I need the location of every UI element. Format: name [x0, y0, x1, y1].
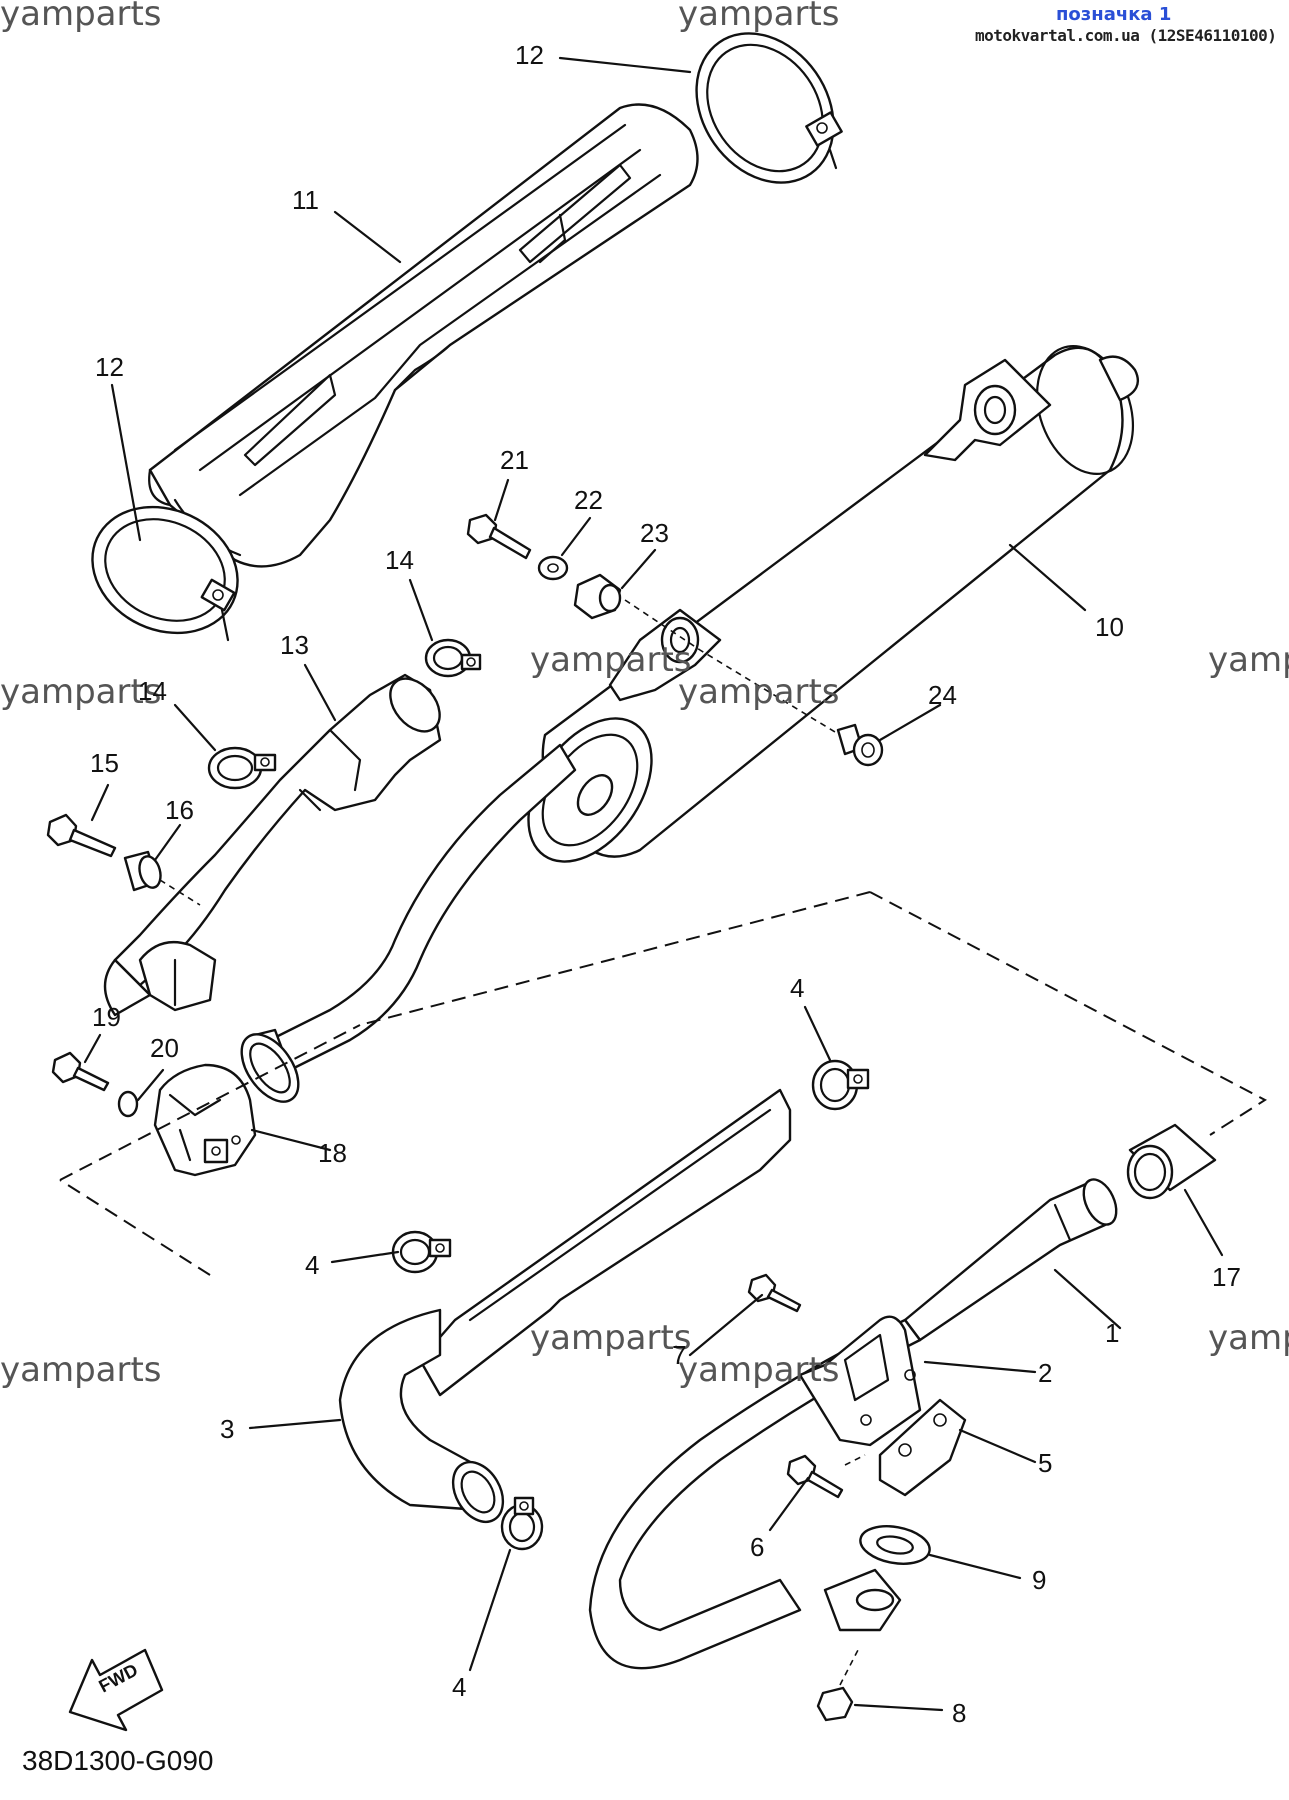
bolt-21 [466, 513, 532, 560]
clamp-4-left [391, 1230, 452, 1274]
heat-protector-11 [148, 103, 699, 568]
watermark: yamparts [678, 672, 840, 712]
front-pipe-3 [338, 1088, 792, 1524]
callout-17: 17 [1212, 1262, 1241, 1292]
clamp-4-right [811, 1059, 870, 1111]
callout-13: 13 [280, 630, 309, 660]
exhaust-tail-13 [103, 673, 442, 1017]
clamp-12-top [695, 32, 843, 184]
callout-15: 15 [90, 748, 119, 778]
exhaust-flange [823, 1568, 902, 1632]
clamp-18 [153, 1063, 257, 1177]
muffler-inlet-pipe [240, 743, 577, 1103]
callout-1: 1 [1105, 1318, 1120, 1348]
collar-24 [836, 723, 884, 767]
bolt-19 [51, 1051, 110, 1092]
callout-16: 16 [165, 795, 194, 825]
stay-5 [878, 1398, 967, 1497]
alignment-line-23-24 [624, 599, 841, 736]
callout-4: 4 [452, 1672, 467, 1702]
protector-2 [798, 1315, 922, 1447]
gasket-17 [1126, 1123, 1217, 1200]
callout-14: 14 [138, 676, 167, 706]
callout-18: 18 [318, 1138, 347, 1168]
watermark: yamparts [1208, 1318, 1289, 1358]
bolt-6 [786, 1454, 844, 1499]
callout-12: 12 [515, 40, 544, 70]
callout-6: 6 [750, 1532, 765, 1562]
watermark: yamparts [1208, 640, 1289, 680]
washer-20 [117, 1090, 139, 1118]
gasket-9 [859, 1525, 931, 1565]
clamp-4-bottom [500, 1496, 544, 1551]
watermark: yamparts [0, 1350, 162, 1390]
watermark: yamparts [678, 0, 840, 34]
watermark: yamparts [0, 672, 162, 712]
grommet-23 [573, 573, 622, 620]
alignment-line-6 [844, 1454, 866, 1466]
diagram-code: 38D1300-G090 [22, 1745, 214, 1776]
assembly-boundary [59, 891, 1267, 1276]
callout-14: 14 [385, 545, 414, 575]
watermark: yamparts [678, 1350, 840, 1390]
watermark: yamparts [530, 1318, 692, 1358]
alignment-line-16 [159, 879, 201, 906]
clamp-14-lower [207, 746, 277, 790]
callout-7: 7 [672, 1340, 687, 1370]
bolt-15 [46, 813, 117, 858]
collar-16 [123, 850, 162, 892]
callout-11: 11 [292, 185, 319, 215]
callout-22: 22 [574, 485, 603, 515]
callout-12: 12 [95, 352, 124, 382]
watermark: yamparts [0, 0, 162, 34]
callout-24: 24 [928, 680, 957, 710]
callout-9: 9 [1032, 1565, 1047, 1595]
callout-5: 5 [1038, 1448, 1053, 1478]
callout-4: 4 [790, 973, 805, 1003]
alignment-line-8 [839, 1649, 859, 1686]
washer-22 [537, 555, 569, 581]
callout-8: 8 [952, 1698, 967, 1728]
callout-20: 20 [150, 1033, 179, 1063]
callout-3: 3 [220, 1414, 235, 1444]
header-label: позначка 1 [1056, 4, 1172, 25]
bolt-7 [747, 1273, 802, 1313]
callout-19: 19 [92, 1002, 121, 1032]
header-source: motokvartal.com.ua (12SE46110100) [975, 26, 1277, 45]
clamp-14-upper [424, 638, 482, 678]
callout-10: 10 [1095, 612, 1124, 642]
callout-21: 21 [500, 445, 529, 475]
nut-8 [816, 1686, 854, 1722]
callout-2: 2 [1038, 1358, 1053, 1388]
fwd-arrow-icon [68, 1648, 164, 1732]
callout-23: 23 [640, 518, 669, 548]
leader-lines [83, 56, 1224, 1712]
watermark: yamparts [530, 640, 692, 680]
callout-4: 4 [305, 1250, 320, 1280]
clamp-12-left [91, 505, 239, 642]
